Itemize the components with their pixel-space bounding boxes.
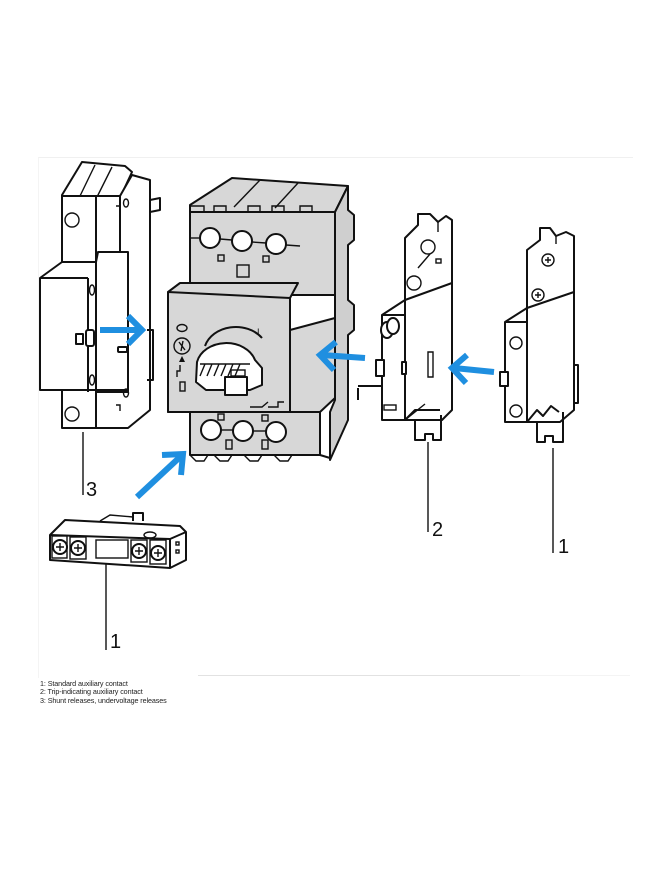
legend-item-shunt-releases: 3: Shunt releases, undervoltage releases [40, 695, 167, 705]
trip-indicating-aux-contact [357, 213, 453, 532]
arrow-side-aux-to-trip-aux [447, 352, 495, 386]
callout-2: 2 [432, 519, 443, 541]
legend-item-trip-indicating-contact: 2: Trip-indicating auxiliary contact [40, 687, 143, 697]
figure-divider [198, 675, 520, 676]
arrow-trip-aux-to-breaker [315, 339, 366, 373]
callout-3: 3 [86, 479, 97, 501]
legend: 1: Standard auxiliary contact 2: Trip-in… [40, 679, 167, 705]
front-aux-contact-module [49, 512, 187, 650]
shunt-release-module [39, 161, 161, 495]
main-circuit-breaker: I [167, 177, 355, 462]
callout-1-front: 1 [110, 631, 121, 653]
assembly-arrows [100, 313, 495, 500]
legend-item-standard-aux-contact: 1: Standard auxiliary contact [40, 679, 128, 688]
side-aux-contact-module [499, 227, 579, 553]
arrow-shunt-to-breaker [100, 313, 147, 347]
svg-text:I: I [257, 327, 260, 337]
callout-1-side: 1 [558, 536, 569, 558]
arrow-front-aux-to-breaker [134, 450, 187, 500]
figure-frame [38, 157, 633, 678]
figure-divider-faint [520, 675, 630, 676]
